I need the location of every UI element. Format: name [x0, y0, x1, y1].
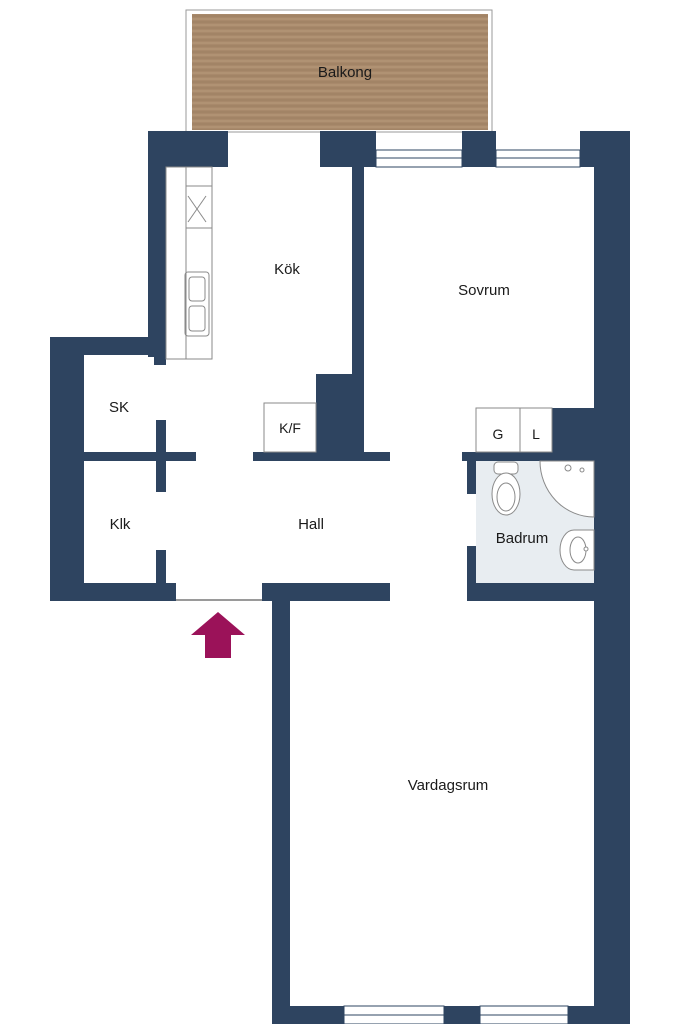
- window-mullions: [344, 157, 580, 1016]
- shower-icon: [539, 460, 595, 518]
- closet-l-label: L: [532, 426, 540, 442]
- fridge-freezer-box: [263, 402, 317, 453]
- bathroom-label: Badrum: [496, 530, 549, 547]
- washbasin-icon: [559, 529, 595, 571]
- balcony-label: Balkong: [318, 64, 372, 81]
- hall-label: Hall: [298, 516, 324, 533]
- closet-g-label: G: [493, 426, 504, 442]
- bedroom-label: Sovrum: [458, 282, 510, 299]
- walk-in-closet-label: Klk: [110, 516, 131, 533]
- balcony: [185, 9, 493, 133]
- closets-g-l: [475, 407, 553, 453]
- kitchen-label: Kök: [274, 261, 300, 278]
- toilet-icon: [491, 461, 521, 516]
- entrance-threshold: [176, 599, 262, 601]
- kitchen-sink-icon: [184, 271, 210, 337]
- kitchen-counter: [165, 166, 213, 360]
- closet-sk-label: SK: [109, 399, 129, 416]
- entrance-arrow-icon: [191, 612, 245, 658]
- walls: [50, 131, 630, 1024]
- living-room-label: Vardagsrum: [408, 777, 489, 794]
- fridge-freezer-label: K/F: [279, 420, 301, 436]
